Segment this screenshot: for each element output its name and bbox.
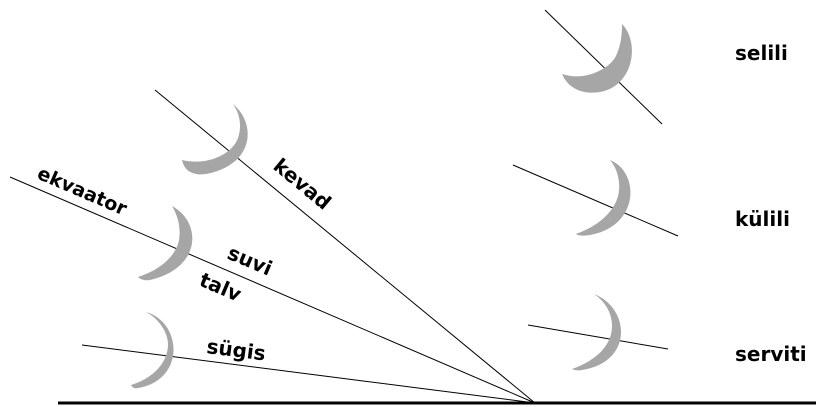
label-serviti: serviti xyxy=(735,342,807,366)
crescents-right xyxy=(562,24,632,370)
rays xyxy=(10,90,535,403)
label-suvi: suvi xyxy=(224,241,276,281)
moon-crescent-serviti xyxy=(572,294,621,370)
line-selili xyxy=(545,10,662,124)
moon-crescent-kulili xyxy=(576,160,630,236)
label-talv: talv xyxy=(196,268,245,307)
label-sugis: sügis xyxy=(205,334,267,365)
line-serviti xyxy=(528,325,668,349)
label-selili: selili xyxy=(735,41,788,65)
label-kulili: külili xyxy=(735,207,790,231)
label-kevad: kevad xyxy=(269,153,336,214)
label-ekvaator: ekvaator xyxy=(34,162,131,220)
moon-crescent-selili xyxy=(562,24,632,93)
moon-crescent-summer xyxy=(138,206,192,280)
right-lines xyxy=(513,10,678,349)
moon-crescent-sugis xyxy=(131,312,174,388)
